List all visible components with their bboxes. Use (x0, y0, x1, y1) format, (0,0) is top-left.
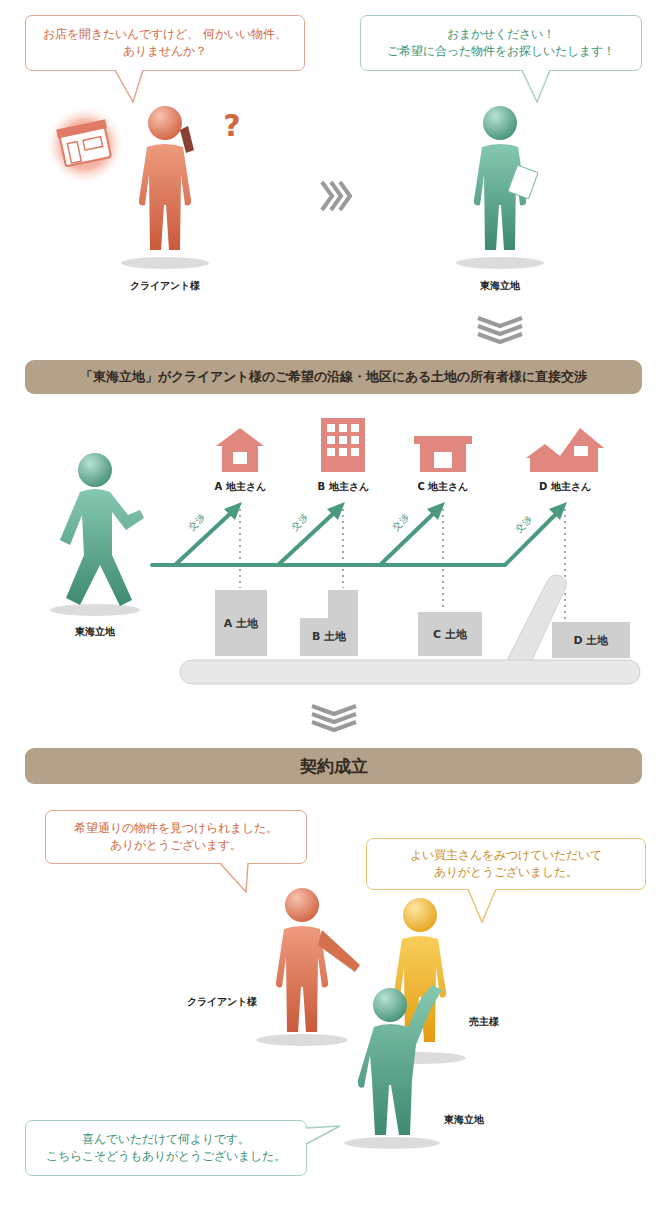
bubble-tail-outline (306, 1126, 340, 1144)
speech-text: 喜んでいただけて何よりです。 こちらこそどうもありがとうございました。 (36, 1131, 296, 1165)
bubble-tail-outline (522, 70, 550, 102)
negotiation-label: 交渉 (290, 512, 310, 532)
speech-text: おまかせください！ ご希望に合った物件をお探しいたします！ (371, 26, 631, 60)
bubble-tail (468, 888, 496, 923)
negotiation-label: 交渉 (514, 514, 534, 534)
speech-bubble: お店を開きたいんですけど、 何かいい物件、ありませんか？ (25, 15, 305, 71)
band-text: 契約成立 (300, 755, 368, 778)
land-name: D 土地 (574, 633, 609, 648)
land-name: B 土地 (312, 629, 346, 644)
bubble-tail (115, 69, 143, 103)
band-text: 「東海立地」がクライアント様のご希望の沿線・地区にある土地の所有者様に直接交渉 (80, 368, 587, 386)
bubble-tail-outline (115, 70, 143, 102)
speech-text: よい買主さんをみつけていただいて ありがとうございました。 (377, 847, 635, 881)
bubble-tail-outline (220, 863, 248, 892)
land-name: A 土地 (224, 616, 258, 631)
speech-bubble: 喜んでいただけて何よりです。 こちらこそどうもありがとうございました。 (25, 1120, 307, 1176)
negotiation-label: 交渉 (187, 512, 207, 532)
figure-label: クライアント様 (130, 280, 200, 292)
figure-label: 売主様 (469, 1016, 499, 1028)
speech-bubble: おまかせください！ ご希望に合った物件をお探しいたします！ (360, 15, 642, 71)
figure-label: 東海立地 (444, 1114, 484, 1126)
question-mark: ? (223, 108, 240, 144)
figure-label: C 地主さん (418, 481, 469, 493)
bubble-tail (522, 69, 550, 103)
negotiation-label: 交渉 (391, 512, 411, 532)
bubble-tail-outline (468, 889, 496, 922)
figure-label: クライアント様 (187, 996, 257, 1008)
land-plot: A 土地 (215, 590, 267, 656)
figure-label: D 地主さん (539, 481, 591, 493)
figure-label: 東海立地 (480, 280, 520, 292)
figure-label: B 地主さん (317, 481, 368, 493)
speech-bubble: よい買主さんをみつけていただいて ありがとうございました。 (366, 838, 646, 890)
step-band: 「東海立地」がクライアント様のご希望の沿線・地区にある土地の所有者様に直接交渉 (25, 360, 642, 394)
speech-text: お店を開きたいんですけど、 何かいい物件、ありませんか？ (36, 26, 294, 60)
speech-bubble: 希望通りの物件を見つけられました。 ありがとうございます。 (45, 810, 307, 864)
step-band: 契約成立 (25, 748, 642, 784)
land-plot: D 土地 (552, 622, 630, 658)
bubble-tail (305, 1126, 341, 1144)
land-shape (300, 590, 358, 656)
land-name: C 土地 (433, 627, 467, 642)
land-plot: B 土地 (300, 590, 358, 656)
bubble-tail (220, 862, 248, 893)
speech-text: 希望通りの物件を見つけられました。 ありがとうございます。 (56, 820, 296, 854)
figure-label: 東海立地 (75, 626, 115, 638)
figure-label: A 地主さん (214, 481, 265, 493)
land-plot: C 土地 (418, 612, 482, 656)
